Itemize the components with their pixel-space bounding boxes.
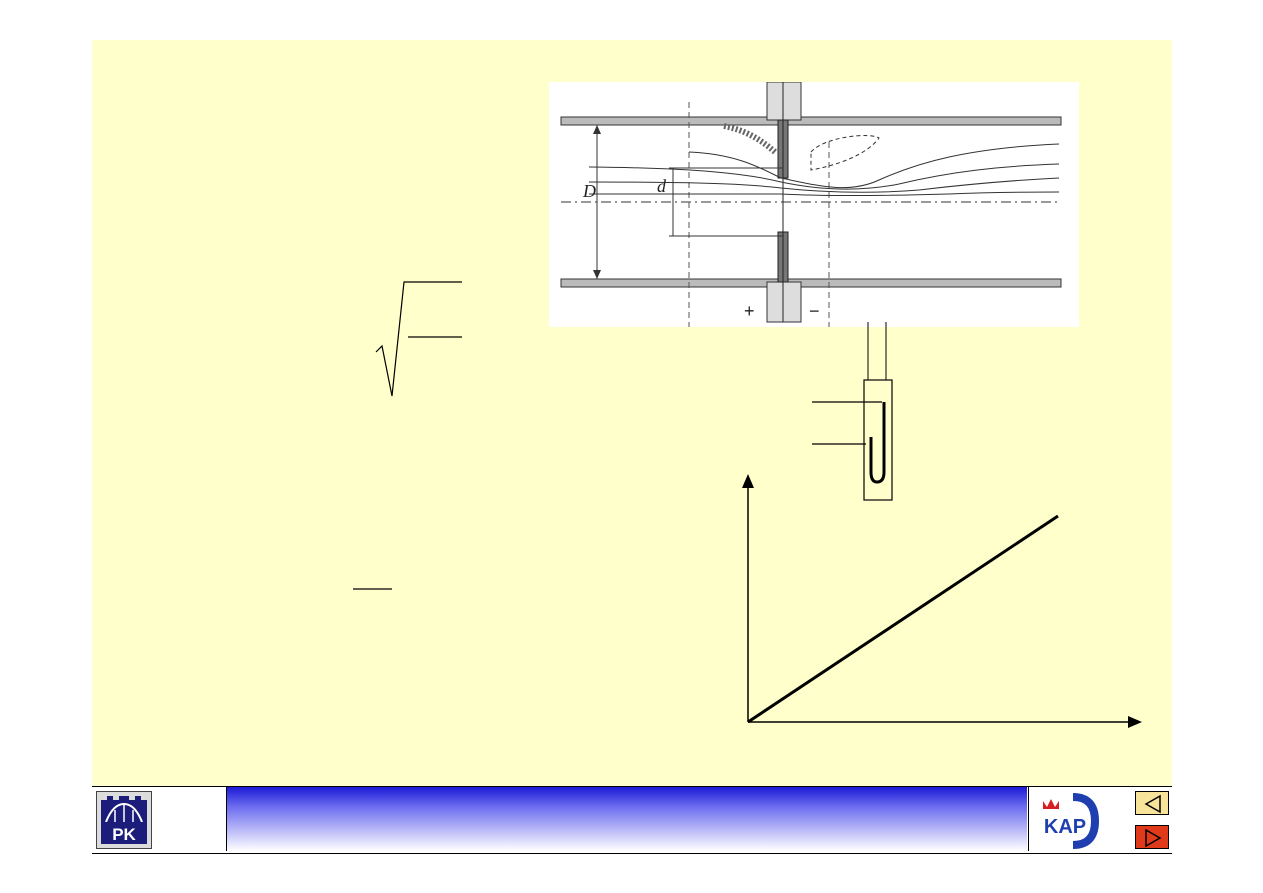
pk-logo-emblem: PK	[96, 791, 152, 849]
navigation-buttons	[1109, 787, 1172, 851]
u-tube-manometer	[812, 322, 893, 501]
tap-bottom	[766, 281, 802, 323]
triangle-right-icon	[1145, 828, 1162, 848]
label-d: d	[657, 176, 667, 196]
streamline	[589, 191, 1060, 196]
pk-logo: PK	[92, 787, 227, 851]
vortex-region	[810, 135, 880, 171]
previous-slide-button[interactable]	[1135, 791, 1169, 815]
streamline	[588, 177, 1060, 193]
triangle-left-icon	[1144, 794, 1161, 814]
label-D: D	[582, 181, 596, 201]
characteristic-graph	[742, 474, 1142, 728]
pk-logo-text: PK	[112, 825, 136, 844]
pipe-drawing: D d + −	[560, 81, 1062, 327]
next-slide-button[interactable]	[1135, 825, 1169, 849]
kap-logo: KAP	[1028, 787, 1110, 851]
title-band	[227, 787, 1027, 851]
characteristic-line	[747, 514, 1059, 724]
footer-bar: PK KAP	[92, 786, 1172, 854]
manometer-housing	[863, 379, 893, 501]
kap-logo-text: KAP	[1044, 816, 1086, 838]
castle-icon: PK	[101, 796, 147, 844]
tap-top	[766, 81, 802, 121]
kap-emblem-icon: KAP	[1043, 793, 1100, 849]
square-root-sign	[375, 281, 462, 397]
y-axis-arrow	[742, 474, 754, 488]
x-axis-arrow	[1128, 716, 1142, 728]
streamline	[588, 163, 1060, 190]
pipe-wall-top	[560, 116, 1062, 126]
label-minus: −	[809, 301, 820, 321]
orifice-pipe-diagram: D d + −	[549, 81, 1079, 327]
label-plus: +	[744, 301, 755, 321]
streamline	[688, 143, 1060, 189]
pipe-wall-bottom	[560, 278, 1062, 288]
u-tube	[869, 402, 886, 484]
